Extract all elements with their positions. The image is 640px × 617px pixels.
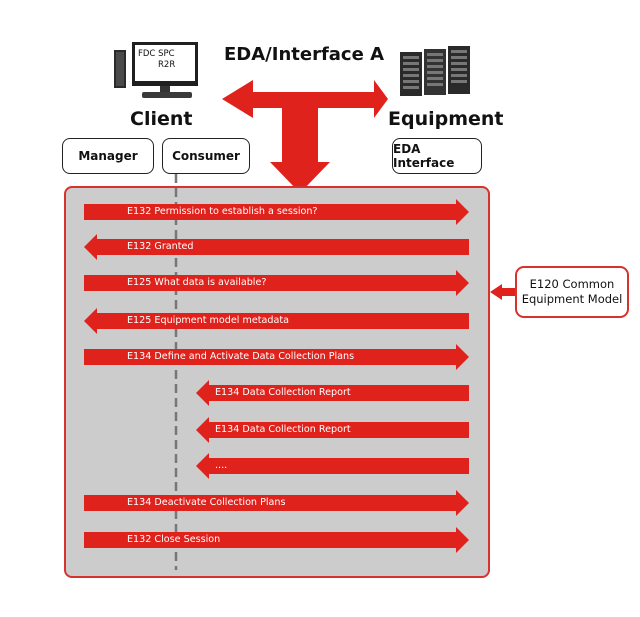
message-arrow-4 xyxy=(84,308,469,334)
message-label-3: E125 What data is available? xyxy=(127,277,267,288)
message-label-4: E125 Equipment model metadata xyxy=(127,315,289,326)
message-arrow-1 xyxy=(84,199,469,225)
equipment-label: Equipment xyxy=(388,108,504,130)
message-label-2: E132 Granted xyxy=(127,241,194,252)
manager-box: Manager xyxy=(62,138,154,174)
message-label-9: E134 Deactivate Collection Plans xyxy=(127,497,286,508)
monitor-text-1: FDC SPC xyxy=(138,49,175,59)
message-label-10: E132 Close Session xyxy=(127,534,221,545)
message-arrow-3 xyxy=(84,270,469,296)
message-label-8: .... xyxy=(215,460,228,471)
message-label-5: E134 Define and Activate Data Collection… xyxy=(127,351,355,362)
message-arrow-10 xyxy=(84,527,469,553)
eda-interface-box: EDA Interface xyxy=(392,138,482,174)
message-arrow-2 xyxy=(84,234,469,260)
e120-model-line1: E120 Common xyxy=(529,277,615,291)
model-pointer-arrow xyxy=(490,284,516,300)
message-arrow-5 xyxy=(84,344,469,370)
e120-model-box: E120 Common Equipment Model xyxy=(515,266,629,318)
message-arrow-9 xyxy=(84,490,469,516)
computer-icon xyxy=(114,42,198,98)
client-label: Client xyxy=(130,108,193,130)
message-arrow-6 xyxy=(196,380,469,406)
server-rack-icon xyxy=(400,46,470,96)
e120-model-line2: Equipment Model xyxy=(521,292,623,306)
consumer-box: Consumer xyxy=(162,138,250,174)
message-arrow-7 xyxy=(196,417,469,443)
diagram-title: EDA/Interface A xyxy=(224,44,384,65)
message-label-7: E134 Data Collection Report xyxy=(215,424,351,435)
message-label-6: E134 Data Collection Report xyxy=(215,387,351,398)
message-label-1: E132 Permission to establish a session? xyxy=(127,206,318,217)
monitor-text-2: R2R xyxy=(158,60,176,70)
message-arrow-8 xyxy=(196,453,469,479)
interface-connection-arrow xyxy=(222,80,388,193)
